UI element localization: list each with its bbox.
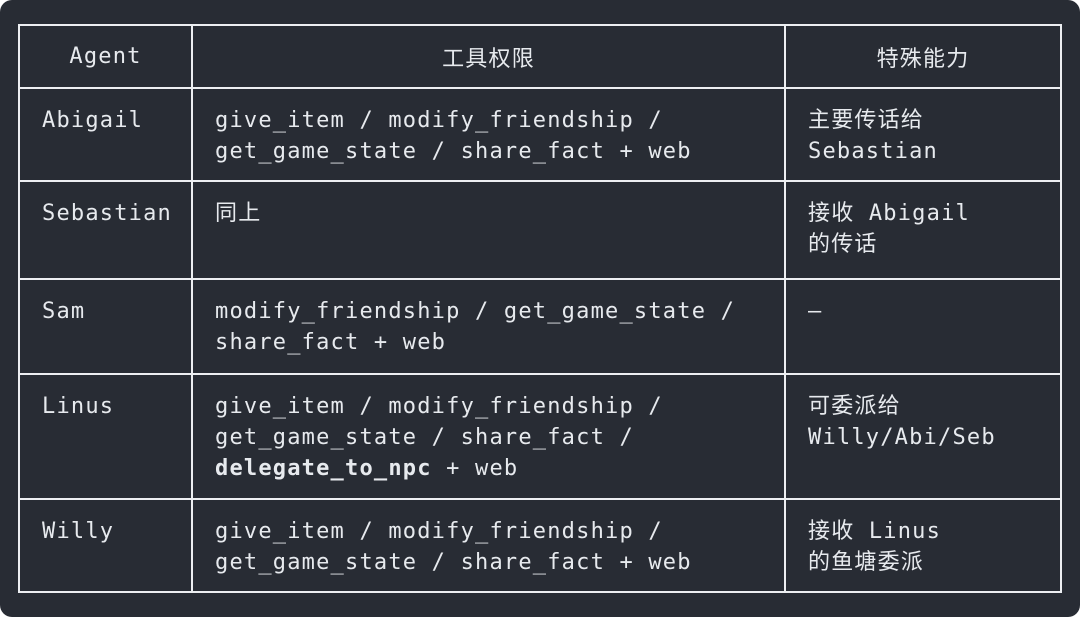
header-tools: 工具权限 [191,24,786,89]
cell-agent: Abigail [18,87,193,182]
cell-tools: modify_friendship / get_game_state /shar… [191,278,786,375]
cell-ability: – [784,278,1062,375]
cell-agent: Sam [18,278,193,375]
header-row: Agent 工具权限 特殊能力 [18,24,1062,89]
cell-agent: Willy [18,498,193,593]
header-agent: Agent [18,24,193,89]
cell-tools: give_item / modify_friendship /get_game_… [191,498,786,593]
cell-agent: Linus [18,373,193,500]
cell-tools: 同上 [191,180,786,280]
bold-tool-name: delegate_to_npc [215,456,432,481]
header-ability: 特殊能力 [784,24,1062,89]
cell-tools: give_item / modify_friendship /get_game_… [191,87,786,182]
table-header: Agent 工具权限 特殊能力 [18,24,1062,89]
cell-tools: give_item / modify_friendship /get_game_… [191,373,786,500]
cell-agent: Sebastian [18,180,193,280]
